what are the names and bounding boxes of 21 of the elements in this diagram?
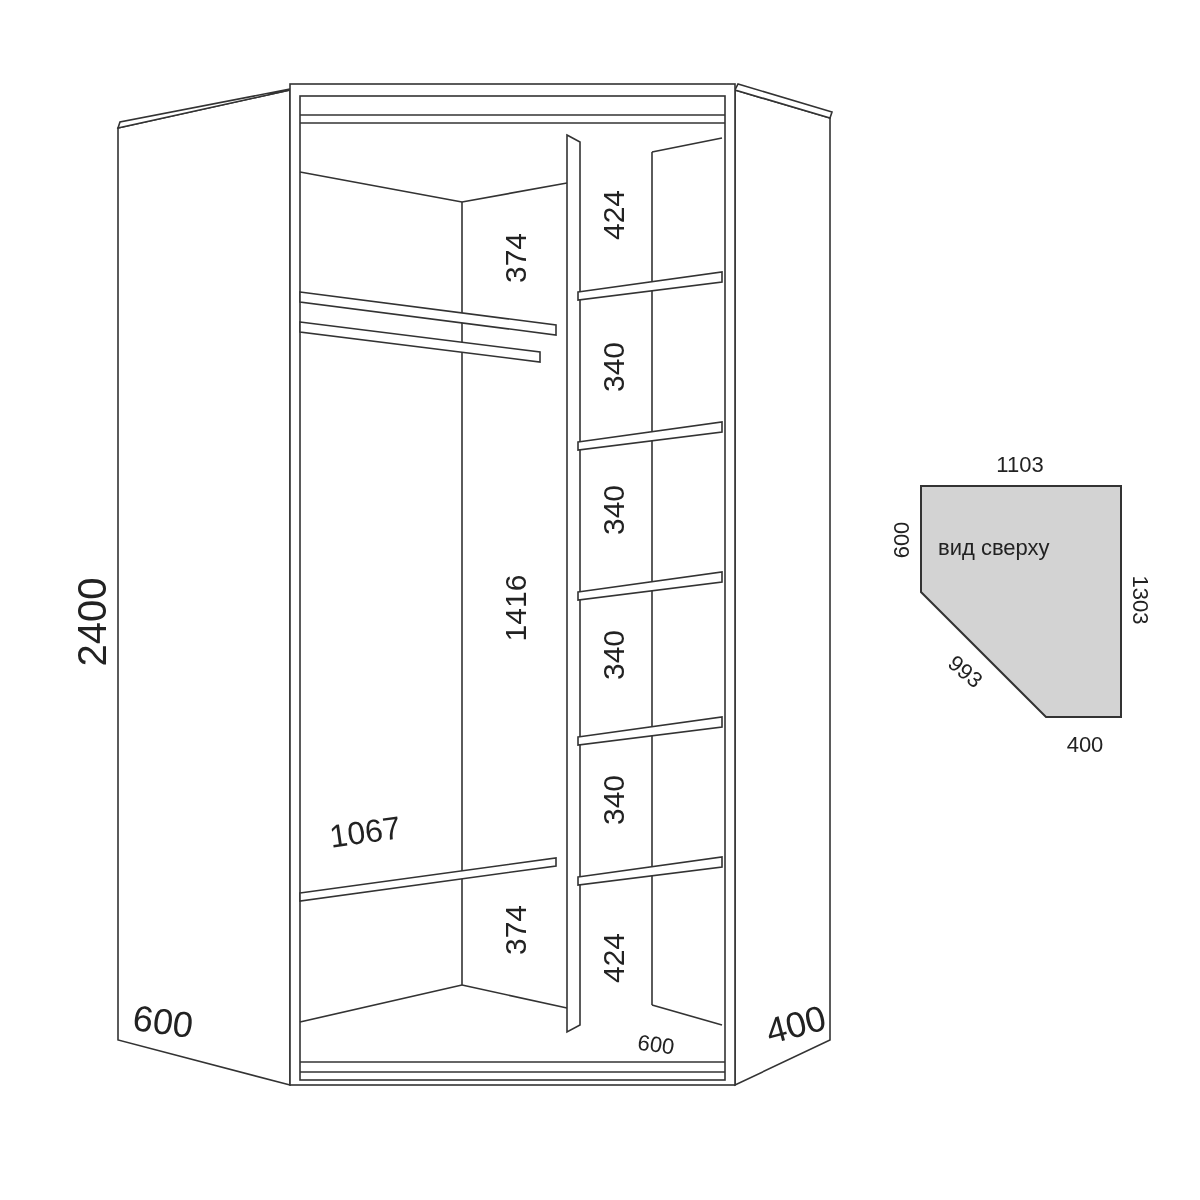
dimension-label: 1303 <box>1129 575 1151 625</box>
dimension-label: 374 <box>501 232 531 284</box>
dimension-label: 600 <box>891 521 913 559</box>
dimension-label: 340 <box>599 629 629 681</box>
dimension-label: 340 <box>599 484 629 536</box>
dimension-label: 2400 <box>72 577 112 667</box>
dimension-label: 600 <box>130 1000 196 1044</box>
dimension-label: 340 <box>599 341 629 393</box>
dimension-label: 1067 <box>327 811 403 853</box>
dimension-label: 374 <box>501 904 531 956</box>
dimension-label: 600 <box>636 1031 676 1059</box>
view-caption: вид сверху <box>938 534 1050 562</box>
dimension-label: 400 <box>1066 734 1104 756</box>
dimension-label: 1416 <box>501 574 531 642</box>
dimension-label: 1103 <box>996 454 1044 476</box>
dimension-label: 424 <box>599 932 629 984</box>
top-view-shape <box>920 485 1122 718</box>
dimension-label: 340 <box>599 774 629 826</box>
dimension-label: 993 <box>943 651 987 693</box>
dimension-label: 400 <box>762 999 830 1051</box>
dimension-label: 424 <box>599 189 629 241</box>
